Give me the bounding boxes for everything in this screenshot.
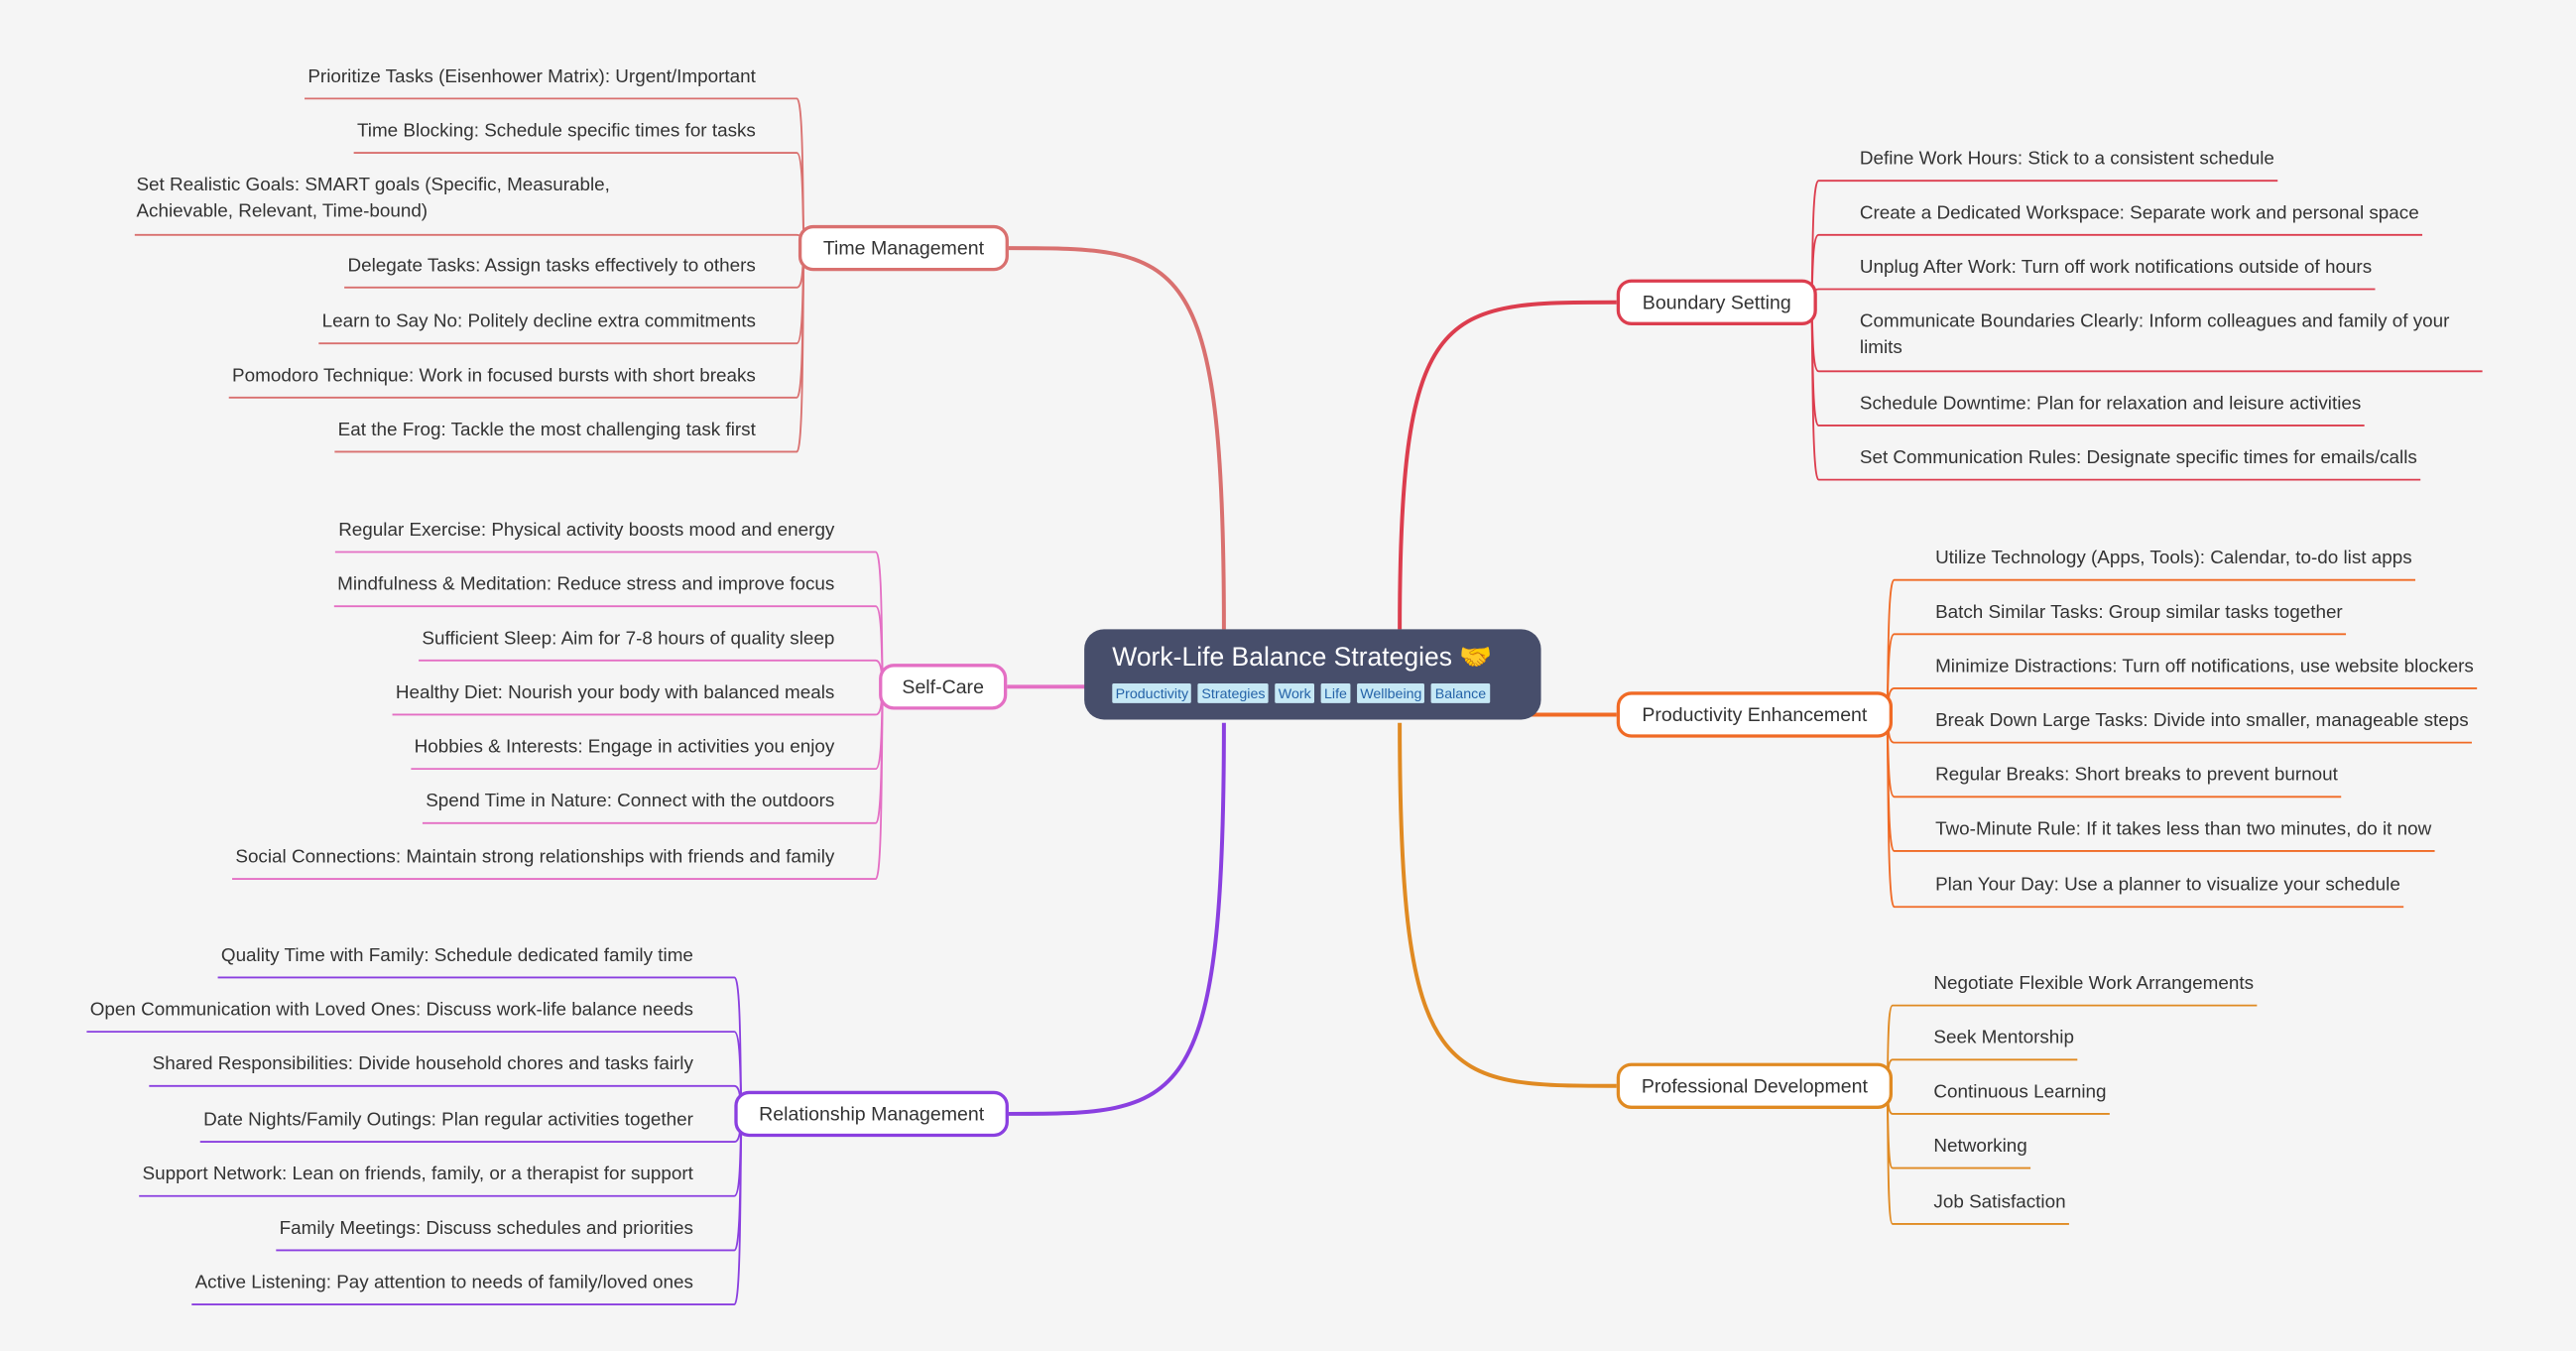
leaf-item[interactable]: Job Satisfaction	[1933, 1192, 2066, 1213]
root-node[interactable]: Work-Life Balance Strategies 🤝 Productiv…	[1084, 629, 1541, 720]
leaf-item[interactable]: Active Listening: Pay attention to needs…	[194, 1273, 693, 1293]
root-connector	[1008, 722, 1226, 1116]
leaf-item[interactable]: Continuous Learning	[1933, 1082, 2107, 1103]
tag[interactable]: Productivity	[1112, 683, 1192, 703]
branch-relationship-management[interactable]: Relationship Management	[734, 1090, 1009, 1138]
leaf-item[interactable]: Date Nights/Family Outings: Plan regular…	[203, 1110, 693, 1131]
leaf-item[interactable]: Mindfulness & Meditation: Reduce stress …	[337, 574, 835, 595]
root-connector	[1398, 300, 1617, 630]
branch-label: Boundary Setting	[1642, 291, 1791, 314]
leaf-item[interactable]: Set Communication Rules: Designate speci…	[1859, 448, 2417, 469]
leaf-item[interactable]: Support Network: Lean on friends, family…	[142, 1165, 693, 1185]
leaf-item[interactable]: Family Meetings: Discuss schedules and p…	[279, 1218, 693, 1239]
leaf-item[interactable]: Unplug After Work: Turn off work notific…	[1859, 258, 2373, 278]
branch-professional-development[interactable]: Professional Development	[1616, 1062, 1893, 1109]
leaf-item[interactable]: Delegate Tasks: Assign tasks effectively…	[347, 256, 756, 277]
leaf-item[interactable]: Plan Your Day: Use a planner to visualiz…	[1935, 875, 2400, 896]
leaf-item[interactable]: Pomodoro Technique: Work in focused burs…	[232, 366, 756, 387]
branch-self-care[interactable]: Self-Care	[879, 664, 1008, 710]
leaf-item[interactable]: Define Work Hours: Stick to a consistent…	[1859, 149, 2274, 170]
leaf-item[interactable]: Batch Similar Tasks: Group similar tasks…	[1935, 602, 2343, 623]
leaf-item[interactable]: Two-Minute Rule: If it takes less than t…	[1935, 819, 2432, 840]
leaf-item[interactable]: Eat the Frog: Tackle the most challengin…	[337, 421, 756, 440]
leaf-item[interactable]: Regular Exercise: Physical activity boos…	[338, 521, 835, 541]
root-tags: Productivity Strategies Work Life Wellbe…	[1112, 683, 1513, 703]
branch-productivity-enhancement[interactable]: Productivity Enhancement	[1616, 691, 1893, 738]
leaf-item[interactable]: Spend Time in Nature: Connect with the o…	[426, 792, 835, 812]
leaf-item[interactable]: Learn to Say No: Politely decline extra …	[321, 311, 756, 332]
leaf-connector	[134, 233, 806, 250]
handshake-emoji-icon: 🤝	[1459, 644, 1493, 673]
leaf-item[interactable]: Sufficient Sleep: Aim for 7-8 hours of q…	[422, 629, 835, 650]
leaf-item[interactable]: Social Connections: Maintain strong rela…	[235, 847, 835, 868]
tag[interactable]: Life	[1320, 683, 1351, 703]
branch-label: Professional Development	[1641, 1074, 1868, 1098]
root-title: Work-Life Balance Strategies 🤝	[1112, 644, 1493, 673]
leaf-item[interactable]: Quality Time with Family: Schedule dedic…	[220, 946, 693, 966]
branch-label: Time Management	[822, 236, 985, 260]
leaf-item[interactable]: Utilize Technology (Apps, Tools): Calend…	[1935, 549, 2412, 569]
leaf-item[interactable]: Set Realistic Goals: SMART goals (Specif…	[136, 176, 610, 222]
leaf-item[interactable]: Time Blocking: Schedule specific times f…	[356, 121, 756, 142]
branch-label: Productivity Enhancement	[1642, 702, 1868, 727]
branch-time-management[interactable]: Time Management	[797, 224, 1009, 272]
leaf-item[interactable]: Minimize Distractions: Turn off notifica…	[1935, 657, 2474, 677]
branch-boundary-setting[interactable]: Boundary Setting	[1616, 279, 1817, 325]
tag[interactable]: Strategies	[1198, 683, 1269, 703]
leaf-item[interactable]: Shared Responsibilities: Divide househol…	[152, 1054, 693, 1075]
root-connector	[1008, 246, 1226, 630]
leaf-item[interactable]: Regular Breaks: Short breaks to prevent …	[1935, 765, 2338, 786]
leaf-item[interactable]: Prioritize Tasks (Eisenhower Matrix): Ur…	[307, 66, 756, 87]
leaf-connector	[1809, 180, 2278, 304]
branch-label: Self-Care	[902, 675, 984, 698]
root-connector	[1398, 722, 1617, 1088]
leaf-item[interactable]: Networking	[1933, 1137, 2027, 1157]
leaf-item[interactable]: Healthy Diet: Nourish your body with bal…	[395, 683, 835, 703]
leaf-item[interactable]: Create a Dedicated Workspace: Separate w…	[1859, 203, 2419, 224]
leaf-item[interactable]: Open Communication with Loved Ones: Disc…	[89, 1000, 693, 1021]
leaf-item[interactable]: Communicate Boundaries Clearly: Inform c…	[1859, 311, 2450, 359]
leaf-item[interactable]: Break Down Large Tasks: Divide into smal…	[1935, 711, 2469, 732]
leaf-item[interactable]: Schedule Downtime: Plan for relaxation a…	[1859, 394, 2362, 415]
tag[interactable]: Wellbeing	[1356, 683, 1425, 703]
leaf-item[interactable]: Negotiate Flexible Work Arrangements	[1933, 974, 2255, 995]
branch-label: Relationship Management	[759, 1102, 985, 1126]
tag[interactable]: Balance	[1431, 683, 1490, 703]
tag[interactable]: Work	[1275, 683, 1315, 703]
leaf-item[interactable]: Hobbies & Interests: Engage in activitie…	[414, 737, 835, 758]
leaf-connector	[1809, 288, 2376, 304]
leaf-item[interactable]: Seek Mentorship	[1933, 1028, 2074, 1048]
